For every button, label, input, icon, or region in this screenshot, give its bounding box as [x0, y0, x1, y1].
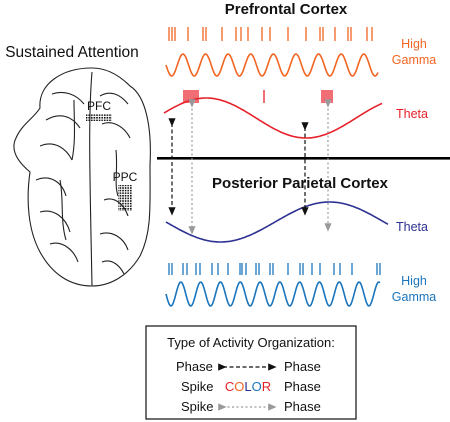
section-divider — [157, 157, 450, 160]
legend-row2-left: Spike — [181, 379, 214, 394]
legend-row2-right: Phase — [284, 379, 321, 394]
color-word-letter: L — [244, 379, 251, 394]
color-word-letter: O — [234, 379, 244, 394]
legend-title: Type of Activity Organization: — [167, 335, 335, 350]
legend-row3-left: Spike — [181, 399, 214, 414]
pfc-high-gamma-label-line2: Gamma — [392, 53, 437, 67]
pfc-high-gamma-spikes — [168, 27, 373, 41]
pfc-title: Prefrontal Cortex — [225, 1, 348, 18]
sustained-attention-title: Sustained Attention — [5, 44, 139, 61]
phase-phase-connectors — [168, 118, 309, 216]
legend-row1-right: Phase — [284, 359, 321, 374]
ppc-label: PPC — [113, 170, 138, 184]
pfc-theta-spikes — [183, 90, 333, 103]
color-word-letter: C — [225, 379, 234, 394]
spike-phase-connectors — [188, 99, 332, 235]
pfc-theta-wave — [163, 97, 383, 139]
brain-illustration — [13, 67, 151, 287]
pfc-electrode-grid — [86, 114, 112, 121]
legend-row1-left: Phase — [176, 359, 213, 374]
pfc-high-gamma-wave — [165, 53, 379, 77]
pfc-high-gamma-label-line1: High — [401, 37, 427, 51]
pfc-label: PFC — [87, 99, 111, 113]
ppc-electrode-grid — [118, 185, 132, 211]
ppc-theta-wave — [165, 201, 389, 243]
ppc-high-gamma-label-line1: High — [401, 274, 427, 288]
ppc-high-gamma-wave — [165, 281, 381, 307]
ppc-theta-label: Theta — [396, 220, 428, 234]
legend: Type of Activity Organization: Phase Pha… — [145, 325, 357, 420]
ppc-title: Posterior Parietal Cortex — [212, 175, 389, 192]
ppc-high-gamma-label-line2: Gamma — [392, 290, 437, 304]
pfc-theta-label: Theta — [396, 107, 428, 121]
color-word-letter: O — [252, 379, 262, 394]
color-word-letter: R — [262, 379, 271, 394]
legend-color-word: COLOR — [225, 379, 271, 394]
ppc-high-gamma-spikes — [168, 263, 381, 275]
legend-row3-right: Phase — [284, 399, 321, 414]
